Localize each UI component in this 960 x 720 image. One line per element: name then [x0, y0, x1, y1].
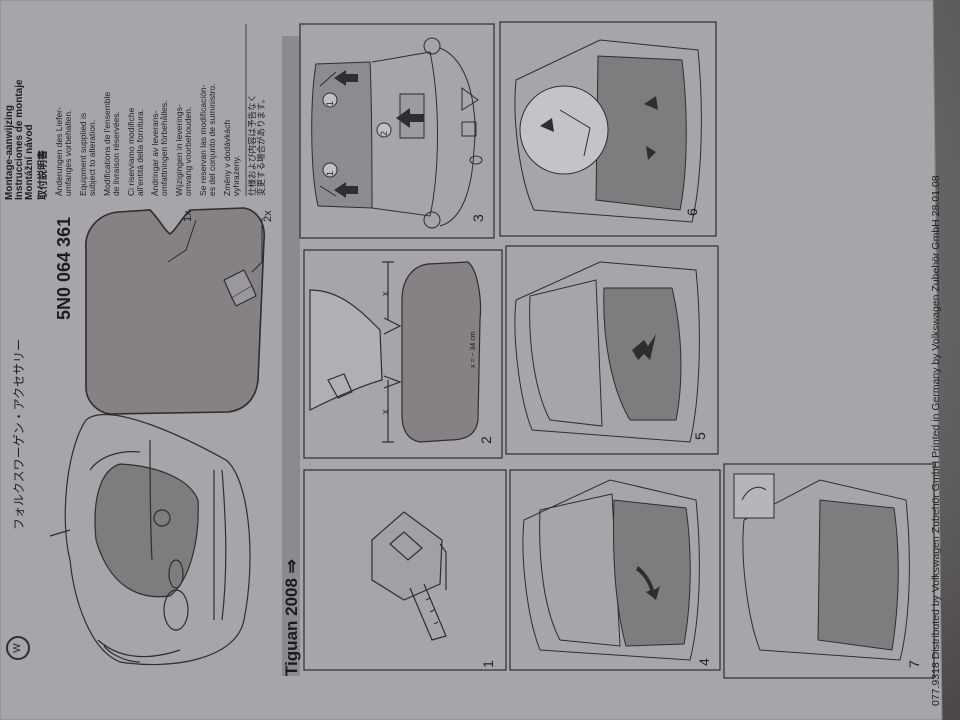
- disclaimer-line-8: all'entità della fornitura.: [135, 108, 145, 196]
- tailgate-illustration-6: [514, 39, 702, 223]
- model-title: Tiguan 2008 ⇒: [282, 559, 301, 676]
- disclaimer-line-12: omvang voorbehouden.: [183, 106, 193, 196]
- tailgate-illustration-4: [522, 479, 700, 661]
- disclaimer-line-10: omfattningen förbehålles.: [159, 100, 169, 196]
- measurement-formula: x = ~ 34 cm: [470, 331, 477, 368]
- clip-quantity: 2x: [262, 210, 274, 222]
- tailgate-illustration-7: [733, 473, 910, 661]
- disclaimer-line-4: subject to alteration.: [87, 119, 97, 196]
- step-number-5: 5: [692, 432, 708, 440]
- step3-callouts: [322, 92, 392, 178]
- panel-2: [303, 249, 503, 459]
- panel-6: [499, 21, 717, 237]
- shade-quantity: 1x: [182, 210, 194, 222]
- step4-arrow: [636, 566, 660, 600]
- panel-7: [723, 463, 935, 679]
- step3-arrows: [334, 70, 424, 198]
- disclaimer-line-14: es del conjunto de suministro.: [207, 83, 217, 196]
- disclaimer-line-2: umfanges vorbehalten.: [63, 109, 73, 196]
- disclaimer-line-16: vyhrazeny.: [231, 155, 241, 196]
- step5-arrow: [632, 334, 656, 360]
- clip-part: [223, 269, 257, 307]
- disclaimer-line-6: de livraison réservées.: [111, 110, 121, 196]
- callout-1b: 1: [325, 170, 335, 176]
- measurement-x-bottom: x: [380, 409, 390, 415]
- japanese-brand-title: フォルクスワーゲン・アクセサリー: [12, 338, 26, 530]
- step-number-1: 1: [480, 660, 496, 668]
- hero-car-illustration: [49, 414, 251, 666]
- step-number-3: 3: [470, 214, 486, 222]
- panel-5: [505, 245, 719, 455]
- panel-1: [303, 469, 507, 671]
- step-number-4: 4: [696, 658, 712, 666]
- panel-4: [509, 469, 721, 671]
- measurement-x-top: x: [380, 291, 390, 297]
- sunshade-part: [85, 207, 266, 415]
- step-number-6: 6: [684, 208, 700, 216]
- step6-arrows: [540, 96, 658, 160]
- step-number-7: 7: [906, 660, 922, 668]
- footer-distribution: 077.9318 Distributed by Volkswagen Zubeh…: [930, 175, 942, 706]
- model-banner: [282, 36, 300, 676]
- tape-measure-illustration: [371, 511, 447, 641]
- callout-2: 2: [379, 130, 389, 136]
- panel-3: [299, 23, 495, 239]
- part-number: 5N0 064 361: [54, 216, 74, 320]
- measurement-illustration: [309, 261, 482, 443]
- vw-logo-icon: W: [6, 636, 30, 660]
- disclaimer-line-18: 変更する場合があります。: [256, 94, 266, 196]
- step-number-2: 2: [478, 436, 494, 444]
- language-line-4: 取付説明書: [38, 150, 49, 200]
- callout-1a: 1: [325, 100, 335, 106]
